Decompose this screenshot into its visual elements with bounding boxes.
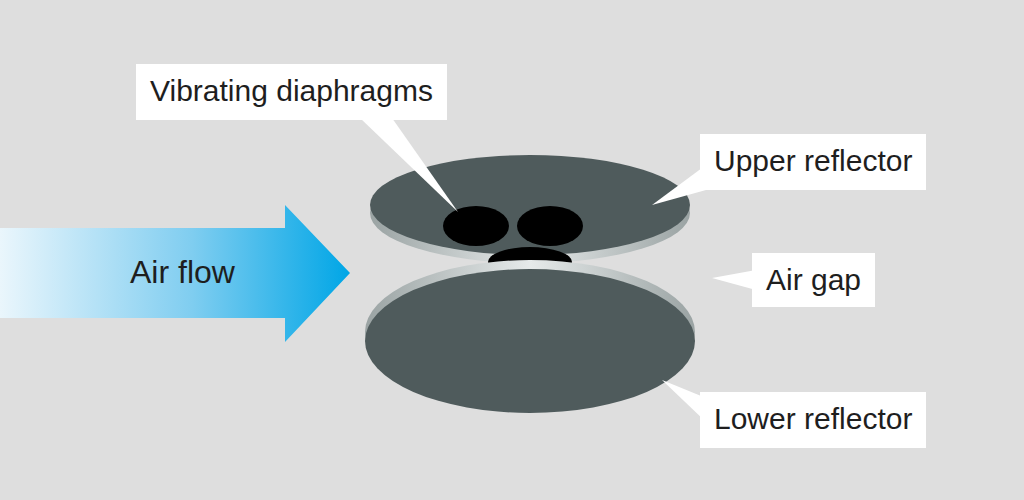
leader-wedge <box>712 270 756 290</box>
part-label: Upper reflector <box>700 134 926 190</box>
part-label: Air gap <box>752 253 875 307</box>
diaphragm <box>517 206 583 246</box>
air-flow-arrow <box>0 205 350 342</box>
part-label: Vibrating diaphragms <box>136 64 447 120</box>
leader-wedge <box>360 118 458 212</box>
part-label: Lower reflector <box>700 392 926 448</box>
lower-reflector <box>365 269 695 413</box>
arrow-label: Air flow <box>130 254 235 294</box>
leader-wedge <box>652 165 706 205</box>
diaphragm <box>443 206 509 246</box>
